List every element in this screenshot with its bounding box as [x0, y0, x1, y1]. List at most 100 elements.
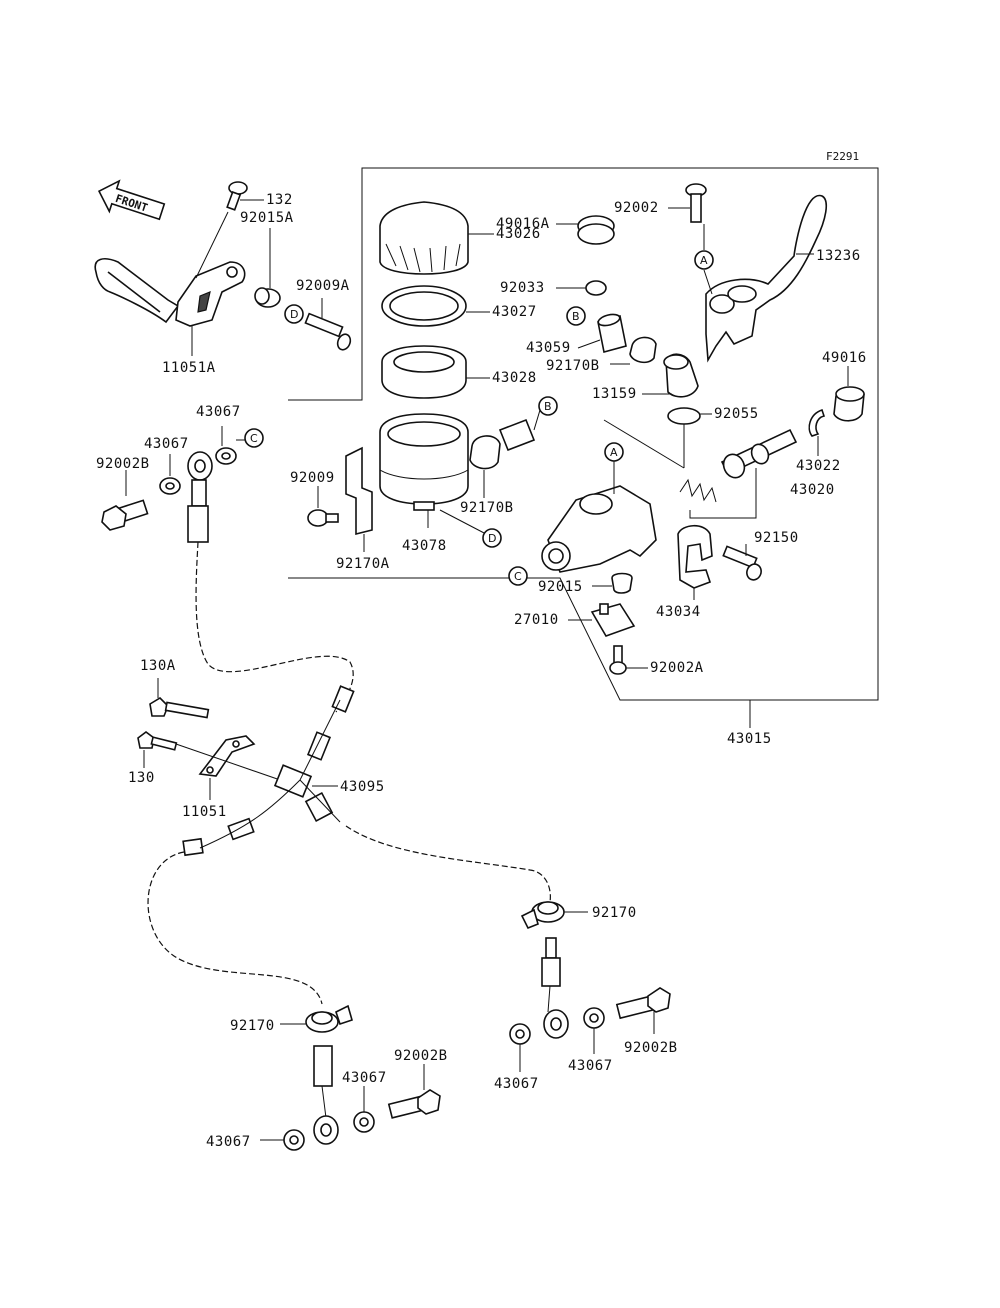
- reservoir-43078-icon: [379, 413, 469, 511]
- label-43022: 43022: [796, 458, 841, 474]
- assembly-outline: [288, 167, 879, 701]
- label-49016: 49016: [822, 350, 867, 366]
- boot-49016-icon: [833, 386, 865, 422]
- plate-43028-icon: [381, 345, 467, 399]
- bracket-11051A-icon: [94, 258, 246, 327]
- marker-D-2-text: D: [488, 532, 496, 545]
- oring-92055-icon: [667, 407, 701, 425]
- collar-92015A-icon: [254, 287, 281, 308]
- screw-132-icon: [226, 181, 248, 211]
- label-43067-top2: 43067: [144, 436, 189, 452]
- marker-A-1: [604, 442, 624, 462]
- label-92033: 92033: [500, 280, 545, 296]
- screw-92009-icon: [307, 509, 339, 527]
- label-43028: 43028: [492, 370, 537, 386]
- bolt-130-icon: [137, 731, 178, 751]
- leader-D-2: [439, 509, 487, 535]
- marker-B-1-text: B: [572, 310, 580, 323]
- front-arrow-icon: FRONT: [97, 179, 166, 221]
- label-132: 132: [266, 192, 293, 208]
- bracket-92170A-icon: [345, 446, 373, 536]
- circlip-43022-icon: [808, 408, 826, 437]
- bolt-92150-icon: [722, 545, 762, 581]
- label-43095: 43095: [340, 779, 385, 795]
- label-43059: 43059: [526, 340, 571, 356]
- hose-tube-right: [299, 779, 341, 823]
- hose-left: [147, 851, 323, 1005]
- banjo-92170-left-icon: [305, 1004, 353, 1145]
- figure-code: F2291: [826, 150, 859, 163]
- marker-A-2-text: A: [700, 254, 708, 267]
- clamp-92170B-upper-icon: [629, 336, 657, 364]
- label-92002A: 92002A: [650, 660, 704, 676]
- marker-D-1-text: D: [290, 308, 298, 321]
- label-43020: 43020: [790, 482, 835, 498]
- leader-B-2: [533, 409, 541, 431]
- bolt-92002B-br-icon: [615, 987, 671, 1020]
- leader-A-lever-b: [703, 269, 713, 295]
- hose-tube-up: [299, 699, 341, 781]
- leader-43059: [577, 339, 601, 349]
- banjo-top-icon: [187, 451, 213, 543]
- label-92002: 92002: [614, 200, 659, 216]
- label-92015: 92015: [538, 579, 583, 595]
- screw-92002A-icon: [609, 645, 627, 675]
- label-43067-top: 43067: [196, 404, 241, 420]
- marker-C-2-text: C: [250, 432, 258, 445]
- label-43026: 43026: [496, 226, 541, 242]
- label-92150: 92150: [754, 530, 799, 546]
- label-13236: 13236: [816, 248, 861, 264]
- marker-B-2: [538, 396, 558, 416]
- label-11051A: 11051A: [162, 360, 216, 376]
- label-92009A: 92009A: [296, 278, 350, 294]
- label-130: 130: [128, 770, 155, 786]
- label-43034: 43034: [656, 604, 701, 620]
- clamp-92170B-lower-icon: [469, 435, 501, 470]
- label-92170B-lower: 92170B: [460, 500, 514, 516]
- bolt-130A-icon: [149, 696, 210, 719]
- label-92170B-upper: 92170B: [546, 358, 600, 374]
- washer-43067-bl-icon: [283, 1111, 375, 1151]
- label-43015: 43015: [727, 731, 772, 747]
- label-92009: 92009: [290, 470, 335, 486]
- hose-43059-icon: [498, 313, 627, 452]
- switch-27010-icon: [590, 603, 636, 637]
- marker-A-2: [694, 250, 714, 270]
- washer-43067-br-icon: [509, 1007, 605, 1045]
- label-92002B-bl: 92002B: [394, 1048, 448, 1064]
- label-13159: 13159: [592, 386, 637, 402]
- label-43078: 43078: [402, 538, 447, 554]
- label-92015A: 92015A: [240, 210, 294, 226]
- marker-C-1-text: C: [514, 570, 522, 583]
- reservoir-cap-43026-icon: [379, 201, 469, 275]
- bolt-92002B-top-icon: [101, 499, 149, 531]
- bolt-92009A-icon: [304, 312, 352, 351]
- boot-49016A-icon: [577, 215, 615, 245]
- washer-43067-top-icon: [159, 447, 237, 495]
- hose-right: [345, 825, 551, 903]
- lever-13236-icon: [705, 194, 828, 363]
- fitting-13159-icon: [663, 353, 699, 398]
- diaphragm-43027-icon: [381, 285, 467, 327]
- master-cylinder-body-icon: [541, 485, 657, 573]
- holder-43034-icon: [677, 524, 713, 589]
- marker-B-1: [566, 306, 586, 326]
- marker-D-2: [482, 528, 502, 548]
- hose-upper-left: [195, 541, 354, 713]
- label-92170-left: 92170: [230, 1018, 275, 1034]
- bolt-92002B-bl-icon: [387, 1089, 441, 1119]
- marker-B-2-text: B: [544, 400, 552, 413]
- line-bolt-to-junction: [175, 743, 287, 783]
- label-92170A: 92170A: [336, 556, 390, 572]
- label-49016A: 49016A: [496, 216, 550, 232]
- banjo-92170-right-icon: [520, 901, 569, 1039]
- cap-92015-icon: [611, 572, 633, 594]
- hose-tube-left: [199, 779, 301, 849]
- marker-A-1-text: A: [610, 446, 618, 459]
- label-43067-br2: 43067: [568, 1058, 613, 1074]
- leader-A-cross: [603, 419, 685, 469]
- label-92170-right: 92170: [592, 905, 637, 921]
- leader-43020: [689, 468, 757, 519]
